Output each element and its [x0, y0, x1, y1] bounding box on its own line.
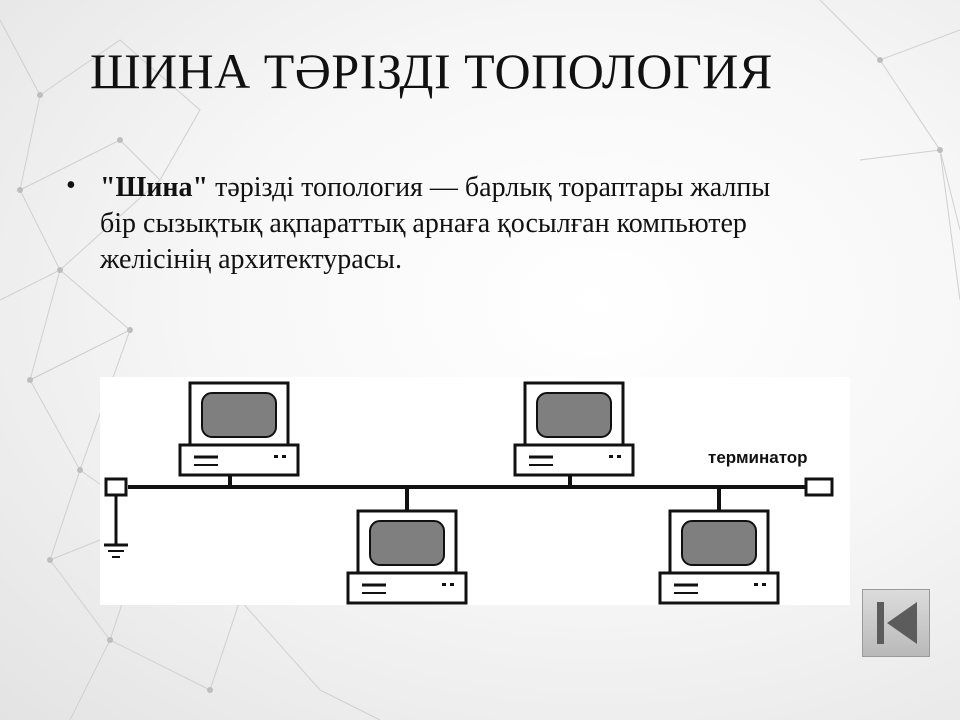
- workstation-3: [346, 509, 468, 605]
- bullet-item: • "Шина" тәрізді топология — барлық тора…: [66, 170, 786, 278]
- terminator-left: [104, 477, 128, 497]
- workstation-1: [178, 381, 300, 477]
- ground-icon: [104, 495, 128, 558]
- workstation-2: [513, 381, 635, 477]
- terminator-label: терминатор: [708, 448, 808, 467]
- workstation-4: [658, 509, 780, 605]
- terminator-right: [804, 477, 834, 497]
- bullet-definition: тәрізді топология — барлық тораптары жал…: [100, 172, 771, 275]
- slide-title: ШИНА ТӘРІЗДІ ТОПОЛОГИЯ: [90, 43, 773, 99]
- nav-first-slide-button[interactable]: [862, 589, 930, 657]
- bullet-dot: •: [66, 170, 76, 201]
- skip-back-icon: [877, 602, 917, 644]
- bullet-text: "Шина" тәрізді топология — барлық торапт…: [100, 170, 786, 278]
- bullet-lead-term: "Шина": [100, 172, 209, 203]
- bus-topology-diagram: терминатор: [100, 377, 850, 605]
